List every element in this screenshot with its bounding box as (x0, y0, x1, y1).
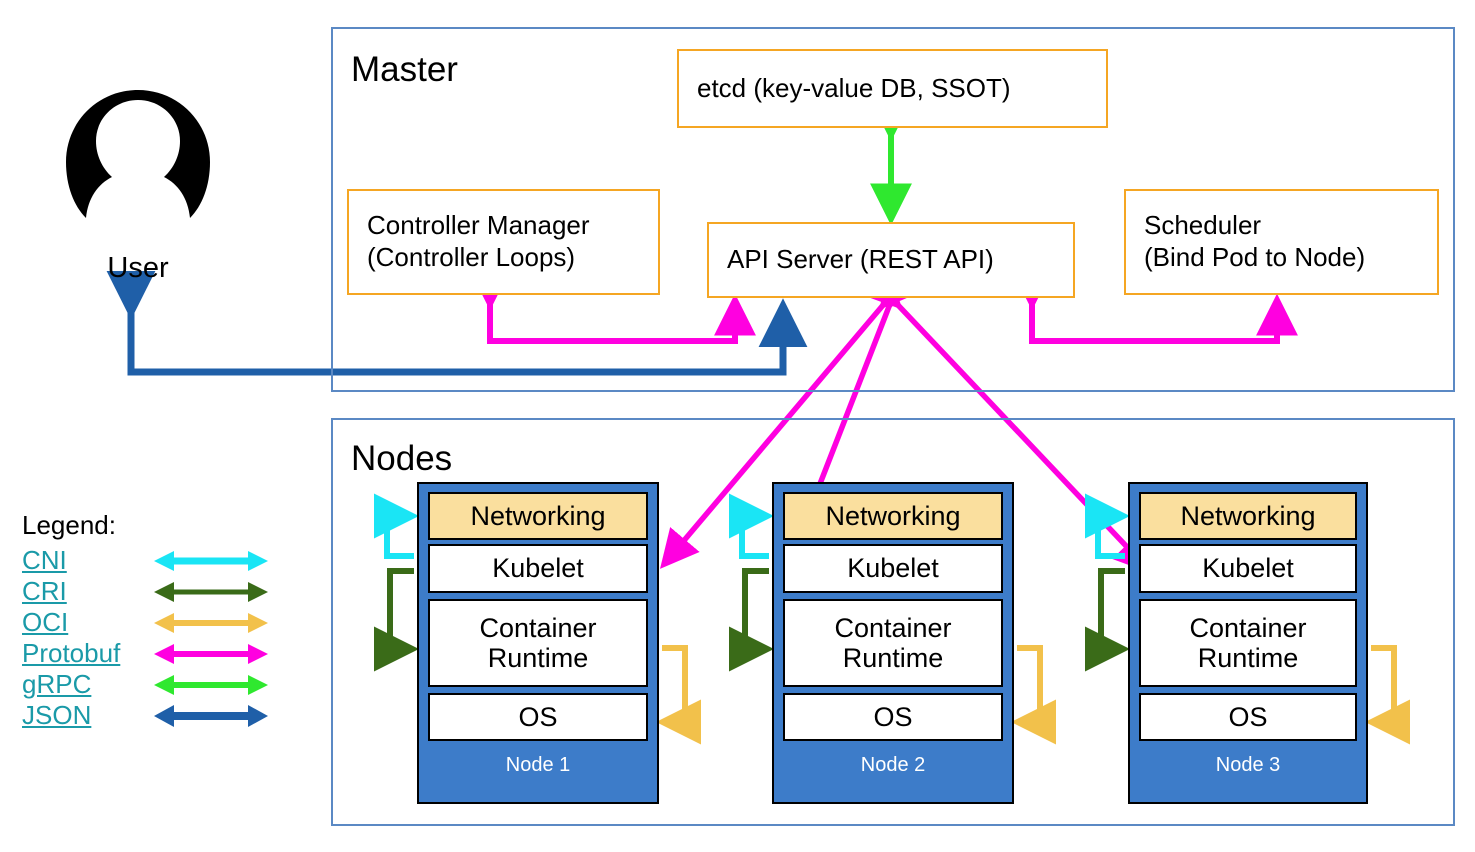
node-layer-networking[interactable]: Networking (783, 492, 1003, 540)
node-layer-container-runtime[interactable]: Container Runtime (783, 599, 1003, 687)
nodes-group-container (331, 418, 1455, 826)
etcd-label: etcd (key-value DB, SSOT) (697, 72, 1011, 103)
legend-label-cni[interactable]: CNI (22, 545, 67, 575)
nodes-group-title: Nodes (351, 439, 453, 478)
node-layer-networking[interactable]: Networking (1139, 492, 1357, 540)
legend-label-cri[interactable]: CRI (22, 576, 67, 606)
node-card[interactable]: Networking Kubelet Container Runtime OS … (417, 482, 659, 804)
node-layer-os[interactable]: OS (428, 693, 648, 741)
node-layer-os[interactable]: OS (1139, 693, 1357, 741)
node-layer-container-runtime[interactable]: Container Runtime (1139, 599, 1357, 687)
legend-row-cri[interactable]: CRI (22, 576, 282, 607)
node-layer-kubelet[interactable]: Kubelet (428, 544, 648, 593)
node-name-label: Node 3 (1215, 754, 1281, 776)
legend: Legend: CNI CRI OCI (22, 510, 282, 731)
controller-manager-label-line1: Controller Manager (367, 210, 590, 241)
legend-row-cni[interactable]: CNI (22, 545, 282, 576)
container-runtime-line2: Runtime (842, 643, 944, 673)
legend-row-grpc[interactable]: gRPC (22, 669, 282, 700)
scheduler-label: Scheduler (Bind Pod to Node) (1144, 210, 1365, 273)
node-layer-networking[interactable]: Networking (428, 492, 648, 540)
controller-manager-box[interactable]: Controller Manager (Controller Loops) (347, 189, 660, 295)
container-runtime-label: Container Runtime (1189, 613, 1306, 673)
legend-row-json[interactable]: JSON (22, 700, 282, 731)
legend-title: Legend: (22, 510, 116, 540)
api-server-box[interactable]: API Server (REST API) (707, 222, 1075, 298)
node-layer-container-runtime[interactable]: Container Runtime (428, 599, 648, 687)
node-layer-kubelet[interactable]: Kubelet (783, 544, 1003, 593)
node-layer-os[interactable]: OS (783, 693, 1003, 741)
legend-label-oci[interactable]: OCI (22, 607, 69, 637)
legend-arrow-oci-icon (154, 612, 268, 633)
scheduler-box[interactable]: Scheduler (Bind Pod to Node) (1124, 189, 1439, 295)
user-label: User (107, 252, 169, 284)
legend-label-json[interactable]: JSON (22, 700, 92, 730)
legend-arrow-cri-icon (154, 581, 268, 602)
node-card[interactable]: Networking Kubelet Container Runtime OS … (772, 482, 1014, 804)
container-runtime-line1: Container (834, 612, 952, 643)
container-runtime-line1: Container (479, 612, 597, 643)
container-runtime-line2: Runtime (487, 643, 589, 673)
legend-label-protobuf[interactable]: Protobuf (22, 638, 121, 668)
legend-arrow-cni-icon (154, 550, 268, 571)
legend-label-grpc[interactable]: gRPC (22, 669, 92, 699)
etcd-box[interactable]: etcd (key-value DB, SSOT) (677, 49, 1108, 128)
node-name-label: Node 1 (505, 754, 571, 776)
node-card[interactable]: Networking Kubelet Container Runtime OS … (1128, 482, 1368, 804)
user-avatar-icon (66, 90, 210, 218)
scheduler-label-line2: (Bind Pod to Node) (1144, 242, 1366, 272)
legend-row-protobuf[interactable]: Protobuf (22, 638, 282, 669)
controller-manager-label-line2: (Controller Loops) (367, 242, 576, 272)
legend-arrow-grpc-icon (154, 674, 268, 695)
node-name-label: Node 2 (860, 754, 926, 776)
container-runtime-line1: Container (1189, 612, 1307, 643)
legend-arrow-protobuf-icon (154, 643, 268, 664)
node-layer-kubelet[interactable]: Kubelet (1139, 544, 1357, 593)
controller-manager-label: Controller Manager (Controller Loops) (367, 210, 590, 273)
master-group-title: Master (351, 50, 458, 89)
container-runtime-line2: Runtime (1197, 643, 1299, 673)
container-runtime-label: Container Runtime (834, 613, 951, 673)
container-runtime-label: Container Runtime (479, 613, 596, 673)
scheduler-label-line1: Scheduler (1144, 210, 1262, 241)
legend-row-oci[interactable]: OCI (22, 607, 282, 638)
legend-arrow-json-icon (154, 704, 268, 727)
master-group-container (331, 27, 1455, 392)
api-server-label: API Server (REST API) (727, 244, 994, 275)
